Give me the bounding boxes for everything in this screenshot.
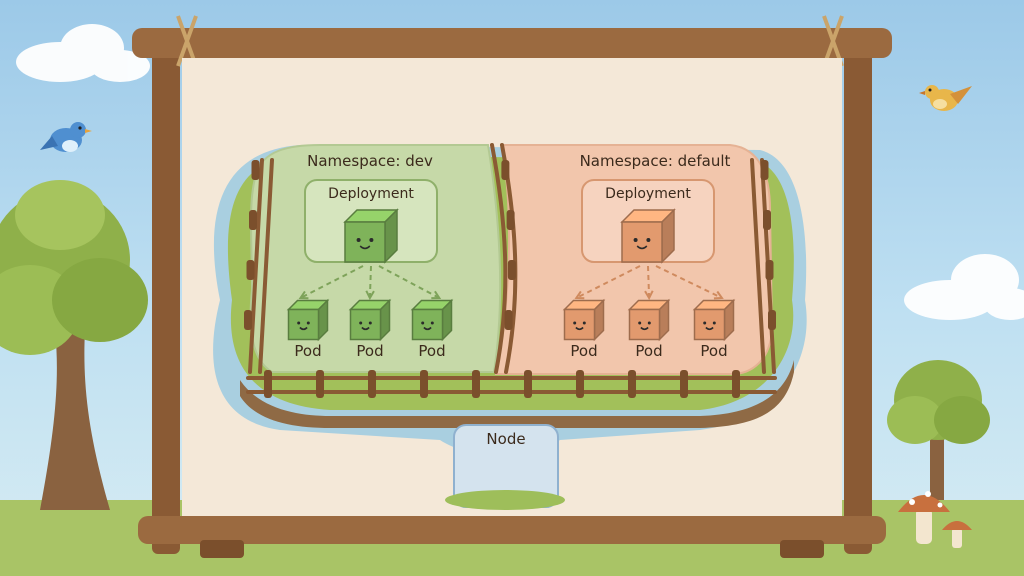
namespace-dev-label: Namespace: dev [307, 152, 433, 170]
node-grass-patch [445, 490, 565, 510]
fence-post [628, 370, 636, 398]
pod-default-3-label: Pod [700, 342, 728, 360]
cloud-left-icon [16, 24, 150, 82]
node-label: Node [486, 430, 526, 448]
fence-post [368, 370, 376, 398]
fence-post [765, 260, 774, 280]
fence-post [680, 370, 688, 398]
arrow-dev-1 [298, 265, 364, 300]
tree-right-icon [887, 360, 990, 500]
pod-default-2-label: Pod [635, 342, 663, 360]
pod-default-3-cube-icon [692, 298, 736, 342]
fence-post [420, 370, 428, 398]
deployment-default-label: Deployment [605, 186, 691, 202]
fence-post [763, 210, 771, 230]
fence-post [760, 160, 769, 180]
rope-knot-left-icon [176, 15, 198, 67]
fence-post [524, 370, 532, 398]
namespace-default-label: Namespace: default [579, 152, 731, 170]
fence-post [501, 160, 510, 180]
pod-dev-1-label: Pod [294, 342, 322, 360]
fence-post [316, 370, 324, 398]
pod-dev-3-label: Pod [418, 342, 446, 360]
fence-post [244, 310, 252, 330]
arrow-default-2 [644, 265, 654, 301]
fence-post [249, 210, 257, 230]
cloud-right-icon [904, 254, 1024, 320]
pod-default-1-cube-icon [562, 298, 606, 342]
wooden-frame [132, 28, 892, 558]
bird-orange-icon [919, 85, 972, 111]
pod-dev-1-cube-icon [286, 298, 330, 342]
arrow-default-3 [655, 265, 724, 300]
fence-posts [244, 160, 776, 398]
deployment-dev-label: Deployment [328, 186, 414, 202]
bird-blue-icon [40, 122, 92, 152]
arrow-dev-2 [365, 265, 375, 301]
fence-post [507, 260, 516, 280]
deployment-dev-cube-icon [343, 208, 399, 264]
mushroom-icon [898, 491, 972, 548]
pod-default-2-cube-icon [627, 298, 671, 342]
pod-default-1-label: Pod [570, 342, 598, 360]
arrow-default-1 [574, 265, 641, 300]
fence-post [472, 370, 480, 398]
fence-post [251, 160, 260, 180]
fence-post [506, 210, 515, 230]
island-soil [240, 360, 794, 428]
fence-post [768, 310, 776, 330]
arrows [298, 265, 724, 301]
fence-post [504, 310, 513, 330]
arrow-dev-3 [378, 265, 442, 300]
cubes [286, 208, 736, 509]
pod-dev-3-cube-icon [410, 298, 454, 342]
tree-left-icon [0, 180, 148, 510]
fence-post [576, 370, 584, 398]
fence-post [732, 370, 740, 398]
pod-dev-2-cube-icon [348, 298, 392, 342]
deployment-default-cube-icon [620, 208, 676, 264]
fence-post [246, 260, 255, 280]
fence-post [264, 370, 272, 398]
rope-knot-right-icon [822, 15, 844, 67]
pod-dev-2-label: Pod [356, 342, 384, 360]
